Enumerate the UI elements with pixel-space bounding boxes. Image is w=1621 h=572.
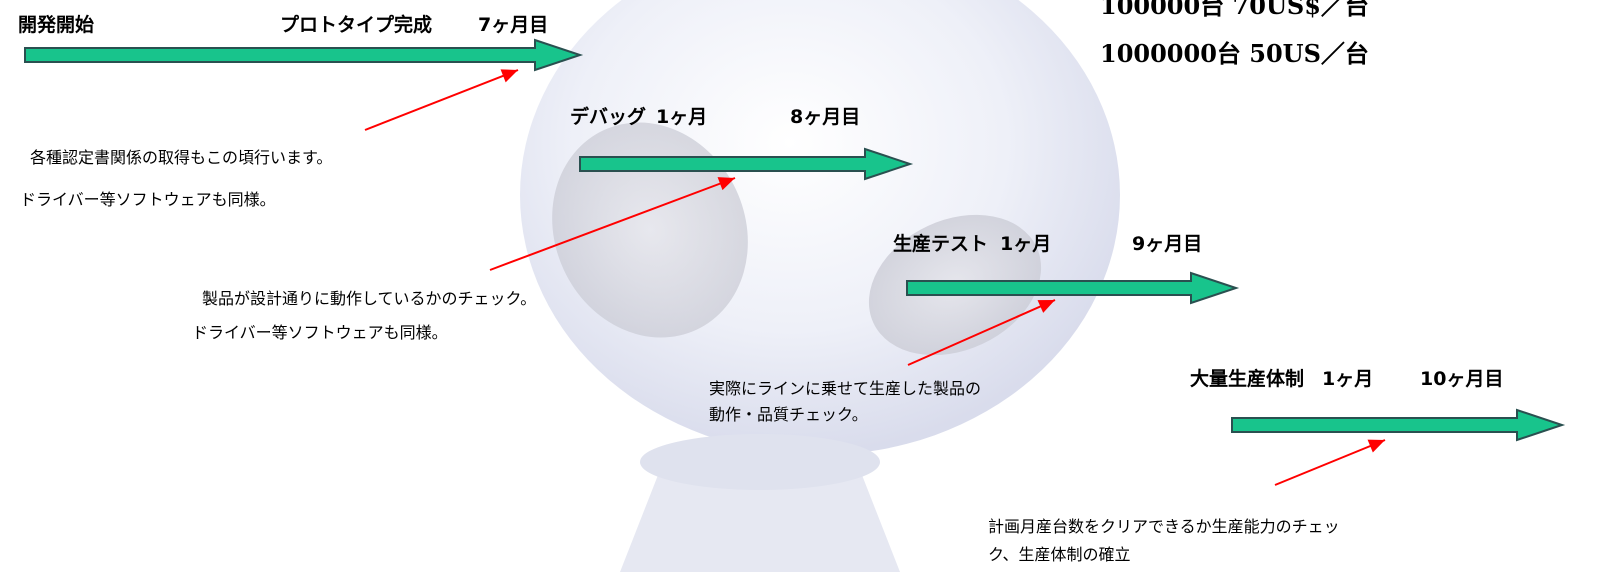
stage-1-month: 7ヶ月目: [478, 14, 549, 36]
price-line-2: 1000000台 50US／台: [1100, 39, 1369, 68]
stage-2-month: 8ヶ月目: [790, 106, 861, 128]
stage-4-note-2: ク、生産体制の確立: [988, 545, 1131, 564]
stage-3-month: 9ヶ月目: [1132, 233, 1203, 255]
stage-3-arrow: [906, 271, 1240, 305]
stage-3-label: 生産テスト: [893, 233, 989, 255]
stage-3-note-1: 実際にラインに乗せて生産した製品の: [709, 379, 982, 398]
mascot-collar: [640, 434, 880, 490]
stage-4-note-1: 計画月産台数をクリアできるか生産能力のチェッ: [988, 517, 1340, 536]
stage-4-label: 大量生産体制: [1190, 368, 1305, 390]
stage-1-note-1: 各種認定書関係の取得もこの頃行います。: [30, 148, 333, 167]
stage-1-label: プロトタイプ完成: [280, 14, 433, 36]
price-line-1: 100000台 70US$／台: [1100, 0, 1369, 20]
stage-3-duration: 1ヶ月: [1000, 233, 1052, 255]
stage-1-pointer: [364, 69, 519, 131]
stage-2-note-2: ドライバー等ソフトウェアも同様。: [192, 323, 448, 342]
stage-4-month: 10ヶ月目: [1420, 368, 1504, 390]
stage-2-duration: 1ヶ月: [656, 106, 708, 128]
stage-1-note-2: ドライバー等ソフトウェアも同様。: [20, 190, 276, 209]
stage-2-arrow: [579, 147, 914, 181]
mascot-eye-left: [552, 122, 748, 338]
stage-2-note-1: 製品が設計通りに動作しているかのチェック。: [202, 289, 537, 308]
stage-2-pointer: [489, 177, 736, 271]
stage-3-pointer: [907, 299, 1056, 366]
stage-start-label: 開発開始: [18, 14, 95, 36]
stage-3-note-2: 動作・品質チェック。: [709, 405, 868, 424]
stage-4-arrow: [1231, 408, 1566, 442]
stage-4-duration: 1ヶ月: [1322, 368, 1374, 390]
stage-1-arrow: [24, 38, 584, 72]
stage-2-label: デバッグ: [570, 106, 647, 128]
stage-4-pointer: [1274, 439, 1386, 486]
